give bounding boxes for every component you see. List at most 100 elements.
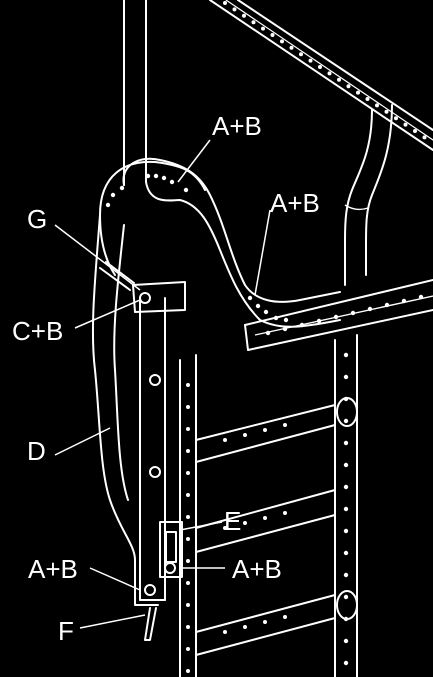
right-handrail-tube	[344, 104, 393, 286]
perforation-hole	[263, 620, 267, 624]
perforation-hole	[105, 202, 111, 208]
perforation-hole	[243, 625, 247, 629]
perforation-hole	[418, 294, 424, 300]
label-g: G	[27, 204, 47, 234]
perforation-hole	[282, 326, 288, 332]
perforation-hole	[186, 405, 190, 409]
perforation-hole	[384, 109, 389, 114]
perforation-hole	[413, 129, 417, 133]
diagonal-stringer	[209, 0, 433, 151]
perforation-hole	[343, 550, 349, 556]
perforation-hole	[343, 374, 349, 380]
perforation-hole	[223, 1, 227, 5]
perforation-hole	[186, 581, 190, 585]
perforation-hole	[263, 309, 269, 315]
perforation-hole	[223, 438, 227, 442]
perforation-hole	[422, 135, 427, 140]
label-f: F	[58, 616, 74, 646]
curved-handrail-loop	[99, 157, 341, 328]
perforation-hole	[186, 471, 190, 475]
perforation-hole	[343, 528, 349, 534]
perforation-hole	[186, 625, 190, 629]
label-a-b-right: A+B	[270, 188, 320, 218]
perforation-hole	[280, 39, 284, 44]
perforation-hole	[169, 179, 175, 185]
perforation-hole	[343, 638, 349, 644]
perforation-hole	[223, 526, 227, 530]
perforation-hole	[343, 660, 349, 666]
perforation-hole	[243, 433, 247, 437]
label-d: D	[27, 436, 46, 466]
perforation-hole	[375, 103, 379, 108]
perforation-hole	[283, 511, 287, 515]
perforation-hole	[327, 71, 332, 76]
left-handrail-tube	[123, 0, 147, 186]
perforation-hole	[350, 310, 356, 316]
perforation-hole	[261, 26, 265, 31]
perforation-hole	[343, 352, 349, 358]
ladder-rungs	[195, 397, 358, 656]
perforation-hole	[255, 303, 261, 309]
label-c-b: C+B	[12, 316, 63, 346]
perforation-hole	[119, 185, 125, 191]
perforation-hole	[183, 187, 189, 193]
perforation-hole	[161, 175, 167, 181]
perforation-hole	[356, 90, 360, 95]
perforation-hole	[343, 506, 349, 512]
perforation-hole	[186, 383, 190, 387]
perforation-hole	[186, 537, 190, 541]
perforation-hole	[145, 173, 151, 179]
label-a-b-lower-right: A+B	[232, 554, 282, 584]
perforation-hole	[343, 572, 349, 578]
perforation-hole	[186, 449, 190, 453]
perforation-hole	[251, 20, 256, 25]
ladder-left-stile	[179, 354, 197, 677]
perforation-hole	[186, 427, 190, 431]
perforation-hole	[343, 462, 349, 468]
perforation-hole	[283, 615, 287, 619]
perforation-hole	[110, 192, 116, 198]
bracket-e	[159, 521, 183, 578]
perforation-hole	[186, 647, 190, 651]
guard-bar	[91, 214, 159, 641]
perforation-hole	[232, 7, 237, 12]
perforation-hole	[367, 306, 373, 312]
extension-post	[139, 297, 166, 601]
label-a-b-lower-left: A+B	[28, 554, 78, 584]
perforation-hole	[299, 52, 303, 57]
perforation-hole	[242, 13, 246, 18]
perforation-hole	[343, 418, 349, 424]
perforation-hole	[343, 440, 349, 446]
perforation-hole	[263, 516, 267, 520]
perforation-hole	[308, 58, 313, 63]
perforation-hole	[153, 173, 159, 179]
perforation-hole	[186, 559, 190, 563]
perforation-hole	[247, 295, 253, 301]
label-e: E	[224, 506, 241, 536]
perforation-hole	[401, 298, 407, 304]
perforation-hole	[403, 122, 408, 127]
perforation-hole	[299, 322, 305, 328]
perforation-hole	[289, 45, 294, 50]
label-a-b-top: A+B	[212, 111, 262, 141]
perforation-hole	[346, 84, 351, 89]
perforation-hole	[333, 314, 339, 320]
perforation-hole	[343, 484, 349, 490]
perforation-hole	[337, 77, 341, 82]
perforation-hole	[263, 428, 267, 432]
perforation-hole	[223, 630, 227, 634]
perforation-hole	[365, 97, 370, 101]
perforation-hole	[316, 318, 322, 324]
landing-bar	[244, 279, 433, 351]
perforation-hole	[186, 669, 190, 673]
perforation-hole	[243, 521, 247, 525]
ladder-right-stile	[334, 334, 358, 677]
perforation-hole	[318, 65, 322, 69]
perforation-hole	[343, 594, 349, 600]
perforation-hole	[186, 603, 190, 607]
perforation-hole	[270, 33, 275, 37]
perforation-hole	[265, 330, 271, 336]
perforation-hole	[283, 423, 287, 427]
